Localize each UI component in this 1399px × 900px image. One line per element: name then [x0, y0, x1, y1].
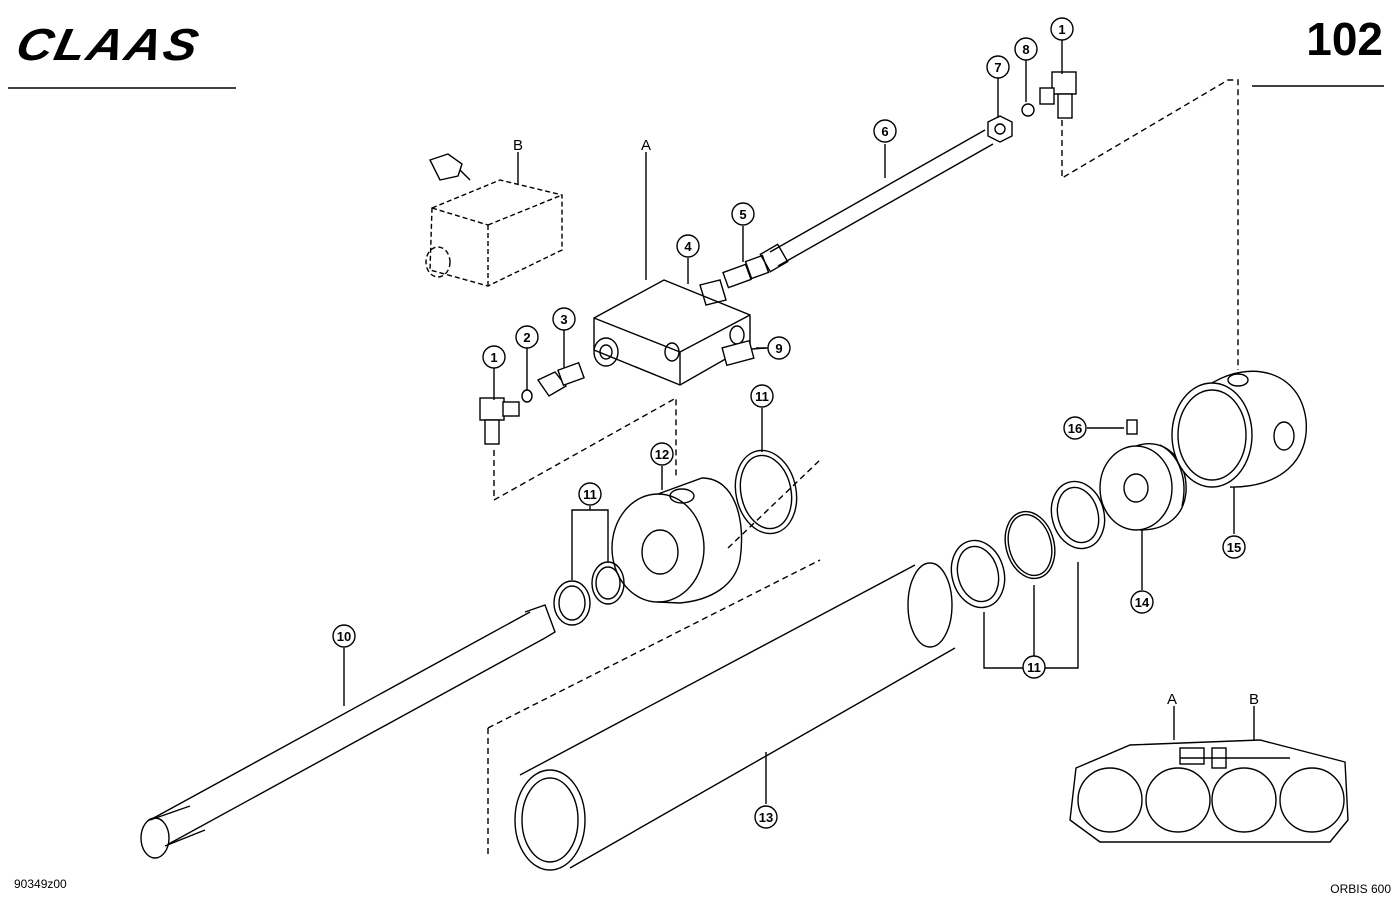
- svg-text:13: 13: [759, 810, 773, 825]
- svg-text:6: 6: [881, 124, 888, 139]
- callout-11-left: [578, 482, 602, 506]
- svg-text:1: 1: [1058, 22, 1065, 37]
- callout-leaders: [343, 40, 1235, 804]
- callout-11-top: [750, 384, 774, 408]
- svg-text:14: 14: [1135, 595, 1150, 610]
- svg-text:8: 8: [1022, 42, 1029, 57]
- inset-label-a: A: [1167, 691, 1177, 708]
- svg-text:11: 11: [1027, 660, 1041, 675]
- washer-8: [1021, 103, 1035, 117]
- nut-7: [987, 115, 1013, 143]
- document-id: 90349z00: [14, 877, 67, 891]
- svg-text:12: 12: [655, 447, 669, 462]
- connection-lines: [487, 79, 1239, 855]
- washer-2: [521, 389, 533, 403]
- seal-11-c: [591, 561, 625, 605]
- svg-text:7: 7: [994, 60, 1001, 75]
- adapter-3: [536, 361, 585, 397]
- callout-3: [552, 307, 576, 331]
- model-name: ORBIS 600: [1330, 882, 1391, 896]
- svg-text:11: 11: [755, 389, 769, 404]
- callout-8: [1014, 37, 1038, 61]
- svg-text:10: 10: [337, 629, 351, 644]
- callout-7: [986, 55, 1010, 79]
- o-ring-11-e: [1004, 510, 1056, 580]
- o-ring-11-a: [734, 449, 798, 535]
- seal-11-d: [950, 539, 1006, 609]
- svg-text:11: 11: [583, 487, 597, 502]
- callout-numbers: 1 8 7 6 5 4 3 2 1 9 11 12 11 10 13 16 15…: [337, 22, 1241, 825]
- svg-text:16: 16: [1068, 421, 1082, 436]
- pipe-6: [759, 129, 994, 273]
- callout-1-left: [482, 345, 506, 369]
- elbow-fitting-1-left: [479, 397, 520, 445]
- valve-block-a: [593, 279, 751, 386]
- svg-text:9: 9: [775, 341, 782, 356]
- assembly-letters: B A A B: [513, 137, 1259, 708]
- valve-fitting-b: [429, 153, 471, 181]
- fitting-5: [722, 254, 770, 289]
- piston-14: [1099, 443, 1187, 531]
- callout-12: [650, 442, 674, 466]
- callout-14: [1130, 590, 1154, 614]
- callout-1-top: [1050, 17, 1074, 41]
- svg-text:2: 2: [523, 330, 530, 345]
- callout-15: [1222, 535, 1246, 559]
- cylinder-tube-13: [514, 562, 956, 871]
- callout-11-right: [1022, 655, 1046, 679]
- seal-11-b: [553, 580, 591, 626]
- piston-rod-10: [140, 604, 556, 859]
- callout-9: [767, 336, 791, 360]
- end-cap-15: [1171, 370, 1307, 488]
- elbow-fitting-1-top: [1039, 71, 1077, 119]
- set-screw-16: [1126, 419, 1138, 435]
- callout-2: [515, 325, 539, 349]
- inset-label-b: B: [1249, 691, 1259, 708]
- svg-text:5: 5: [739, 207, 746, 222]
- callout-5: [731, 202, 755, 226]
- callout-10: [332, 624, 356, 648]
- label-a: A: [641, 137, 651, 154]
- callout-4: [676, 234, 700, 258]
- svg-text:3: 3: [560, 312, 567, 327]
- svg-text:1: 1: [490, 350, 497, 365]
- callout-6: [873, 119, 897, 143]
- valve-block-b: [425, 179, 563, 287]
- callout-13: [754, 805, 778, 829]
- page-number: 102: [1306, 13, 1383, 65]
- callout-16: [1063, 416, 1087, 440]
- seal-11-f: [1050, 480, 1106, 550]
- overview-inset: [1069, 706, 1349, 843]
- callouts: [332, 17, 1246, 829]
- label-b: B: [513, 137, 523, 154]
- svg-text:15: 15: [1227, 540, 1241, 555]
- svg-text:4: 4: [684, 239, 692, 254]
- cylinder-head-12: [611, 477, 743, 604]
